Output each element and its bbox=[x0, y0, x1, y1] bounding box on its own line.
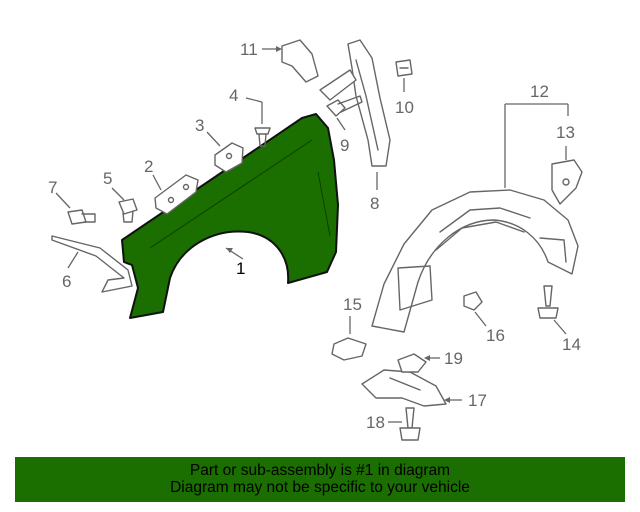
callout-11: 11 bbox=[240, 40, 258, 59]
screw-part-14[interactable]: 14 bbox=[537, 285, 581, 354]
bolt-part-5[interactable]: 5 bbox=[103, 169, 138, 223]
callout-6: 6 bbox=[62, 272, 71, 291]
parts-diagram: 1 2 3 4 5 6 7 bbox=[48, 39, 583, 441]
note-line-1: Part or sub-assembly is #1 in diagram bbox=[189, 462, 451, 479]
note-line-2: Diagram may not be specific to your vehi… bbox=[170, 479, 470, 496]
clip-part-10[interactable]: 10 bbox=[395, 59, 414, 117]
clip-part-15[interactable]: 15 bbox=[331, 295, 367, 361]
callout-18: 18 bbox=[366, 413, 385, 432]
callout-14: 14 bbox=[562, 335, 581, 354]
bolt-part-18[interactable]: 18 bbox=[366, 407, 421, 441]
callout-9: 9 bbox=[340, 136, 349, 155]
block-part-11[interactable]: 11 bbox=[240, 39, 319, 83]
screw-part-9[interactable]: 9 bbox=[326, 95, 363, 155]
callout-13: 13 bbox=[556, 123, 575, 142]
liner-part-12[interactable]: 12 bbox=[371, 82, 579, 333]
callout-10: 10 bbox=[395, 98, 414, 117]
bracket-part-2[interactable]: 2 bbox=[144, 157, 199, 215]
callout-5: 5 bbox=[103, 169, 112, 188]
callout-4: 4 bbox=[229, 86, 238, 105]
callout-1: 1 bbox=[236, 259, 245, 278]
bolt-part-7[interactable]: 7 bbox=[48, 178, 96, 225]
retainer-part-13[interactable]: 13 bbox=[551, 123, 583, 205]
fender-part-1[interactable]: 1 bbox=[121, 113, 339, 319]
callout-16: 16 bbox=[486, 326, 505, 345]
clip-part-4[interactable]: 4 bbox=[229, 86, 271, 147]
callout-2: 2 bbox=[144, 157, 153, 176]
diagram-note-banner: Part or sub-assembly is #1 in diagram Di… bbox=[15, 457, 625, 502]
bracket-part-17[interactable]: 17 bbox=[361, 369, 487, 410]
nut-part-16[interactable]: 16 bbox=[463, 291, 505, 345]
bracket-part-3[interactable]: 3 bbox=[195, 116, 244, 173]
support-part-8[interactable]: 8 bbox=[319, 39, 391, 213]
callout-15: 15 bbox=[343, 295, 362, 314]
callout-12: 12 bbox=[530, 82, 549, 101]
bracket-part-6[interactable]: 6 bbox=[51, 235, 133, 293]
callout-8: 8 bbox=[370, 194, 379, 213]
clip-part-19[interactable]: 19 bbox=[397, 349, 463, 373]
callout-7: 7 bbox=[48, 178, 57, 197]
callout-3: 3 bbox=[195, 116, 204, 135]
callout-19: 19 bbox=[444, 349, 463, 368]
callout-17: 17 bbox=[468, 391, 487, 410]
